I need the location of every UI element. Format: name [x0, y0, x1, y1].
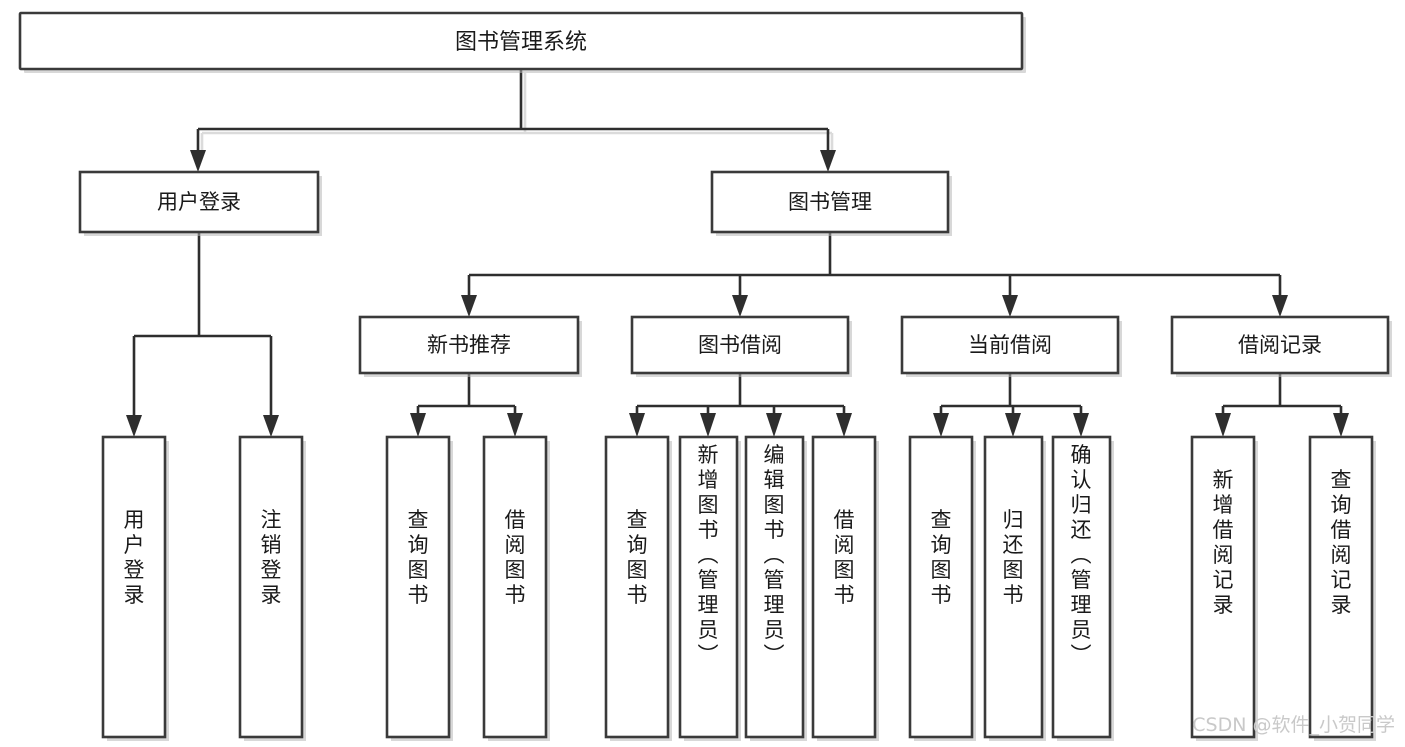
node-borrow-record-label: 借阅记录	[1238, 333, 1322, 357]
node-leaf-query-borrow-record-box[interactable]	[1308, 435, 1374, 739]
node-leaf-logout-login-box[interactable]	[238, 435, 304, 739]
node-book-borrow-label: 图书借阅	[698, 333, 782, 357]
node-leaf-edit-book-admin-box[interactable]	[744, 435, 805, 739]
node-book-borrow-box[interactable]	[630, 315, 850, 375]
connector-borrow-record-to-leaves	[1215, 373, 1349, 437]
node-leaf-query-borrow-record[interactable]: 查询借阅记录	[1308, 435, 1376, 741]
node-leaf-return-book-label: 归还图书	[1003, 508, 1024, 607]
node-leaf-return-book-box[interactable]	[983, 435, 1044, 739]
node-leaf-add-book-admin-label: 新增图书︵管理员︶	[698, 443, 719, 667]
node-leaf-query-book-current-box[interactable]	[908, 435, 974, 739]
node-new-book-recommend[interactable]: 新书推荐	[358, 315, 582, 377]
connector-book-manage-to-level3	[461, 232, 1288, 317]
node-leaf-query-book-recommend-label: 查询图书	[408, 508, 429, 607]
node-leaf-edit-book-admin-label: 编辑图书︵管理员︶	[764, 443, 785, 667]
node-current-borrow-box[interactable]	[900, 315, 1120, 375]
node-leaf-edit-book-admin[interactable]: 编辑图书︵管理员︶	[744, 435, 807, 741]
node-root[interactable]: 图书管理系统	[18, 11, 1026, 73]
node-leaf-logout-login-label: 注销登录	[261, 508, 282, 607]
node-user-login[interactable]: 用户登录	[78, 170, 322, 236]
node-leaf-confirm-return-admin-label: 确认归还︵管理员︶	[1071, 443, 1092, 667]
node-new-book-recommend-label: 新书推荐	[427, 333, 511, 357]
node-leaf-confirm-return-admin-box[interactable]	[1051, 435, 1112, 739]
connector-root-to-level2	[190, 69, 836, 172]
node-leaf-query-book-current[interactable]: 查询图书	[908, 435, 976, 741]
node-leaf-add-borrow-record[interactable]: 新增借阅记录	[1190, 435, 1258, 741]
node-leaf-confirm-return-admin[interactable]: 确认归还︵管理员︶	[1051, 435, 1114, 741]
node-current-borrow[interactable]: 当前借阅	[900, 315, 1122, 377]
node-user-login-label: 用户登录	[157, 190, 241, 214]
node-leaf-add-borrow-record-box[interactable]	[1190, 435, 1256, 739]
connector-new-book-recommend-to-leaves	[410, 373, 523, 437]
node-leaf-borrow-book-recommend[interactable]: 借阅图书	[482, 435, 550, 741]
connector-layer	[126, 69, 1349, 437]
node-leaf-logout-login[interactable]: 注销登录	[238, 435, 306, 741]
node-leaf-add-book-admin-box[interactable]	[678, 435, 739, 739]
node-leaf-add-book-admin[interactable]: 新增图书︵管理员︶	[678, 435, 741, 741]
node-leaf-user-login-box[interactable]	[101, 435, 167, 739]
node-leaf-borrow-book[interactable]: 借阅图书	[811, 435, 879, 741]
node-leaf-query-borrow-record-label: 查询借阅记录	[1331, 468, 1352, 617]
csdn-watermark: CSDN @软件_小贺同学	[1192, 714, 1395, 736]
node-leaf-query-book-borrow-label: 查询图书	[627, 508, 648, 607]
node-borrow-record-box[interactable]	[1170, 315, 1390, 375]
node-root-label: 图书管理系统	[455, 30, 587, 55]
node-leaf-borrow-book-recommend-box[interactable]	[482, 435, 548, 739]
node-leaf-borrow-book-label: 借阅图书	[834, 508, 855, 607]
arrow-to-user-login	[190, 150, 206, 172]
node-leaf-borrow-book-recommend-label: 借阅图书	[505, 508, 526, 607]
node-leaf-query-book-borrow-box[interactable]	[604, 435, 670, 739]
connector-user-login-to-leaves	[126, 232, 279, 437]
node-book-borrow[interactable]: 图书借阅	[630, 315, 852, 377]
node-new-book-recommend-box[interactable]	[358, 315, 580, 375]
node-leaf-query-book-current-label: 查询图书	[931, 508, 952, 607]
node-user-login-box[interactable]	[78, 170, 320, 234]
arrow-to-book-manage	[820, 150, 836, 172]
node-borrow-record[interactable]: 借阅记录	[1170, 315, 1392, 377]
node-leaf-return-book[interactable]: 归还图书	[983, 435, 1046, 741]
node-book-manage-label: 图书管理	[788, 190, 872, 214]
connector-current-borrow-to-leaves	[933, 373, 1089, 437]
node-leaf-borrow-book-box[interactable]	[811, 435, 877, 739]
node-leaf-query-book-recommend-box[interactable]	[385, 435, 451, 739]
node-book-manage-box[interactable]	[710, 170, 950, 234]
node-leaf-query-book-recommend[interactable]: 查询图书	[385, 435, 453, 741]
node-current-borrow-label: 当前借阅	[968, 333, 1052, 357]
node-root-box[interactable]	[18, 11, 1024, 71]
node-leaf-user-login-label: 用户登录	[124, 508, 145, 607]
node-leaf-user-login[interactable]: 用户登录	[101, 435, 169, 741]
node-leaf-add-borrow-record-label: 新增借阅记录	[1213, 468, 1234, 617]
node-leaf-query-book-borrow[interactable]: 查询图书	[604, 435, 672, 741]
connector-book-borrow-to-leaves	[629, 373, 852, 437]
node-book-manage[interactable]: 图书管理	[710, 170, 952, 236]
